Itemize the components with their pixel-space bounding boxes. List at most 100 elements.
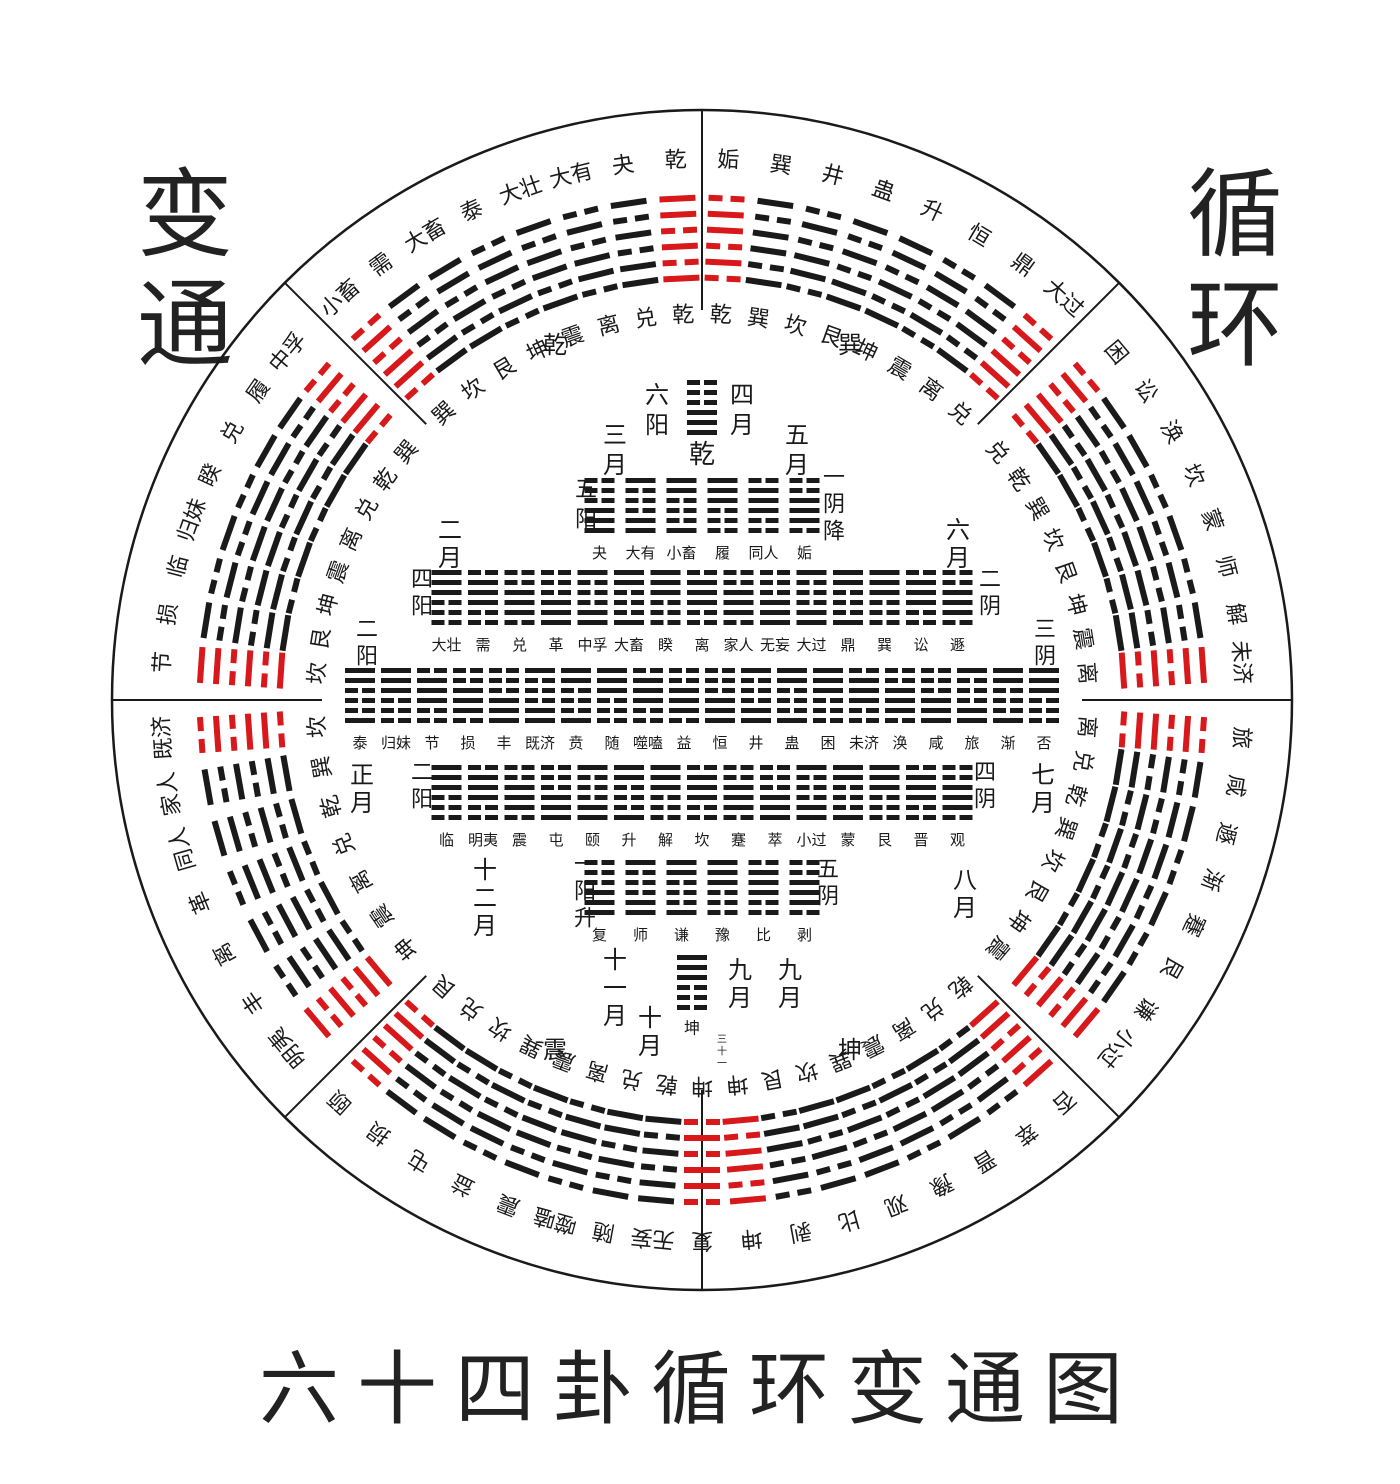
yang-line (748, 870, 779, 875)
yin-line (1126, 950, 1139, 966)
center-hexagram (777, 668, 807, 723)
center-hexagram-name: 离 (694, 636, 709, 654)
yang-line (741, 708, 771, 713)
center-hexagram-name: 观 (950, 831, 965, 849)
yin-line (617, 248, 633, 257)
yang-line (796, 815, 827, 820)
yang-line (936, 347, 969, 374)
yin-line (541, 765, 554, 770)
ring-hexagram (273, 919, 365, 998)
yin-line (468, 620, 481, 625)
yin-line (650, 805, 664, 810)
bottom-right2-month: 月 (778, 984, 802, 1012)
center-hexagram (705, 668, 735, 723)
yin-line (765, 860, 779, 865)
ring-divider (977, 282, 1120, 425)
yin-line (957, 688, 970, 693)
trigram-label: 离 (914, 374, 947, 407)
yin-line (372, 351, 387, 365)
yin-line (221, 787, 230, 803)
yin-line (669, 668, 682, 673)
ring-hexagram (1011, 361, 1101, 445)
yang-line (425, 334, 459, 361)
center-hexagram-name: 比 (756, 926, 771, 944)
yin-line (381, 698, 394, 703)
yin-line (328, 399, 342, 414)
yang-line (1166, 515, 1185, 551)
yin-line (485, 765, 498, 770)
top-right-tag: 四 (730, 381, 754, 409)
trigram-label: 兑 (916, 992, 949, 1025)
yang-line (393, 1011, 425, 1040)
yin-line (460, 323, 476, 336)
yang-line (326, 928, 352, 962)
yin-line (354, 992, 369, 1008)
yin-line (594, 795, 608, 800)
yin-line (570, 242, 586, 252)
yang-line (1103, 785, 1119, 823)
trigram-label: 艮 (428, 969, 461, 1002)
yin-line (1100, 961, 1114, 977)
center-hexagram (760, 765, 790, 820)
yang-line (642, 1147, 679, 1157)
yang-line (303, 1006, 332, 1039)
hexagram-name: 夬 (610, 152, 635, 180)
yin-line (789, 870, 803, 875)
yin-line (474, 1072, 491, 1086)
hexagram-circle-diagram: 小畜巽需坎大畜艮泰坤大壮震大有离夬兑乾乾姤乾巽巽井坎蛊艮升坤恒震鼎离大过兑困兑讼… (110, 108, 1294, 1292)
trigram-label: 坎 (485, 1012, 517, 1045)
yang-line (1134, 793, 1150, 831)
bottom-left-month: 一 (603, 974, 627, 1002)
yin-line (687, 805, 700, 810)
yang-line (296, 457, 320, 493)
yin-line (869, 620, 883, 625)
hexagram-name: 噬嗑 (531, 1202, 580, 1238)
yang-line (504, 1159, 540, 1178)
top-left-tag: 六 (645, 381, 669, 409)
yin-line (939, 1113, 955, 1127)
yin-line (728, 243, 743, 251)
yin-line (796, 775, 810, 780)
trigram-label: 兑 (619, 1064, 645, 1093)
right-label-char-2: 环 (1187, 269, 1283, 381)
yang-line (650, 765, 681, 770)
center-hexagram (789, 478, 820, 533)
yang-line (942, 590, 973, 595)
yang-line (219, 515, 238, 551)
yang-line (650, 580, 681, 585)
yin-line (239, 587, 249, 603)
yin-line (906, 620, 919, 625)
center-hexagram (468, 570, 498, 625)
ring-hexagram (504, 1084, 569, 1178)
center-hexagram (869, 765, 900, 820)
yin-line (1061, 961, 1075, 976)
center-hexagram (796, 570, 827, 625)
yin-line (1010, 708, 1023, 713)
yang-line (666, 528, 697, 533)
yin-line (686, 678, 699, 683)
yin-line (1151, 520, 1162, 536)
yang-line (1001, 1035, 1032, 1064)
yin-line (706, 242, 721, 250)
center-hexagram (504, 765, 535, 820)
ring-hexagram (864, 235, 934, 329)
yin-line (616, 1175, 632, 1185)
yin-line (448, 795, 462, 800)
yin-line (687, 400, 700, 405)
yin-line (577, 775, 591, 780)
yin-line (704, 570, 717, 575)
top-left-tag: 阳 (645, 411, 669, 439)
yin-line (1181, 557, 1191, 573)
ring-divider (284, 282, 427, 425)
center-hexagram-name: 同人 (748, 544, 778, 562)
yin-line (923, 610, 936, 615)
yin-line (921, 688, 934, 693)
yin-line (584, 860, 598, 865)
yang-line (1150, 650, 1160, 687)
ring-hexagram (659, 194, 700, 283)
yin-line (667, 805, 681, 810)
yang-line (723, 785, 754, 790)
yin-line (497, 1067, 514, 1080)
trigram-label: 艮 (308, 626, 336, 652)
yin-line (794, 698, 807, 703)
